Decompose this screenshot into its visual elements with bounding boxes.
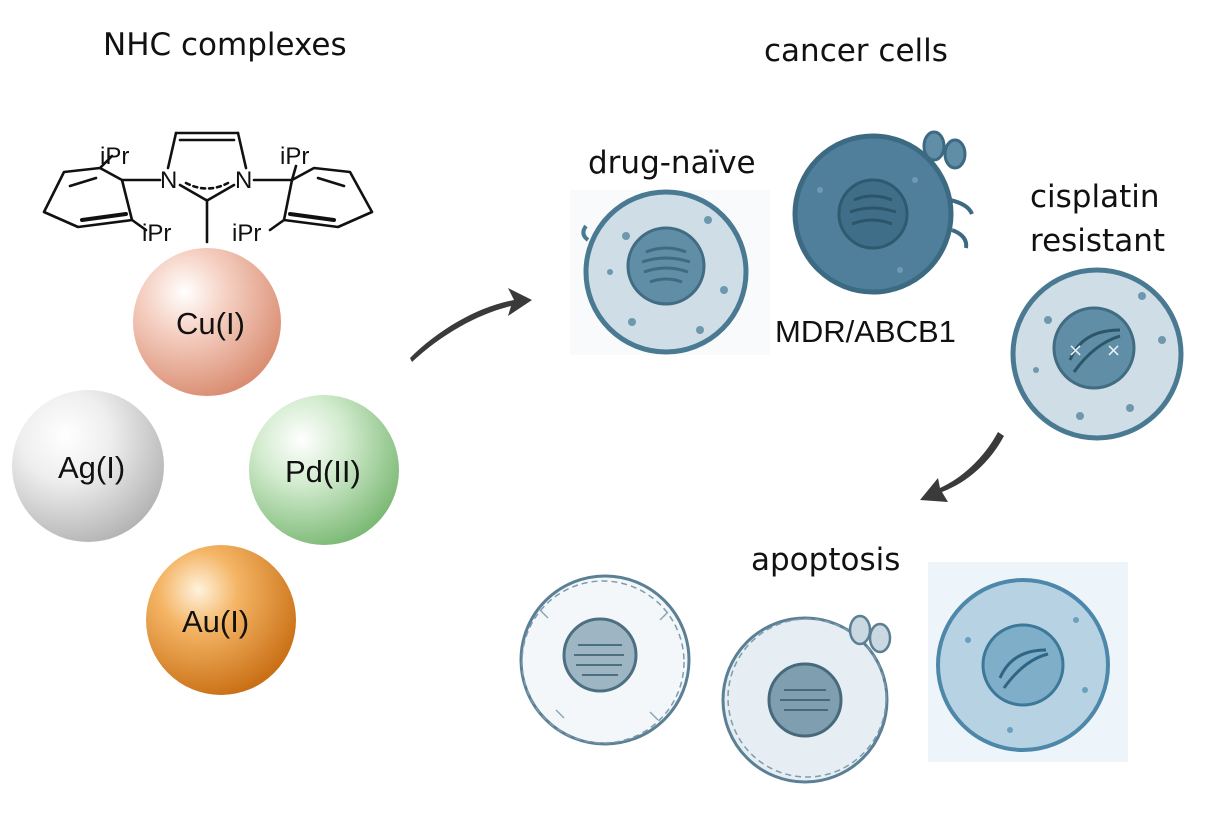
label-apoptosis: apoptosis <box>751 542 901 578</box>
nitrogen-right: N <box>235 167 252 194</box>
label-pd: Pd(II) <box>285 454 361 489</box>
label-au: Au(I) <box>182 604 250 639</box>
mdr-cell <box>792 130 974 295</box>
ipr-label-bottom-right: iPr <box>232 220 261 247</box>
heading-cancer-cells: cancer cells <box>764 33 948 69</box>
label-ag: Ag(I) <box>58 450 126 485</box>
au-sphere <box>146 545 296 695</box>
label-resistant: resistant <box>1030 223 1166 259</box>
label-mdr-abcb1: MDR/ABCB1 <box>775 314 956 349</box>
label-drug-naive: drug-naïve <box>588 145 756 181</box>
ipr-label-top-left: iPr <box>100 143 129 170</box>
ipr-label-bottom-left: iPr <box>142 220 171 247</box>
nhc-ligand-structure <box>42 131 374 244</box>
ipr-label-top-right: iPr <box>280 143 309 170</box>
cu-sphere <box>133 248 281 396</box>
arrow-to-cells <box>410 288 532 362</box>
dna-break-mark-right: × <box>1106 340 1121 361</box>
cisplatin-resistant-cell: × × <box>1010 267 1184 441</box>
pd-sphere <box>249 395 399 545</box>
apoptotic-cell-1 <box>519 574 691 746</box>
label-cu: Cu(I) <box>176 306 245 341</box>
apoptotic-cell-2 <box>721 614 892 784</box>
ag-sphere <box>12 390 164 542</box>
label-cisplatin: cisplatin <box>1030 179 1160 215</box>
apoptotic-cell-3 <box>928 562 1128 762</box>
nitrogen-left: N <box>160 167 177 194</box>
drug-naive-cell <box>570 189 770 355</box>
title-nhc-complexes: NHC complexes <box>103 27 347 63</box>
arrow-to-apoptosis <box>920 432 1004 502</box>
dna-break-mark-left: × <box>1068 340 1083 361</box>
